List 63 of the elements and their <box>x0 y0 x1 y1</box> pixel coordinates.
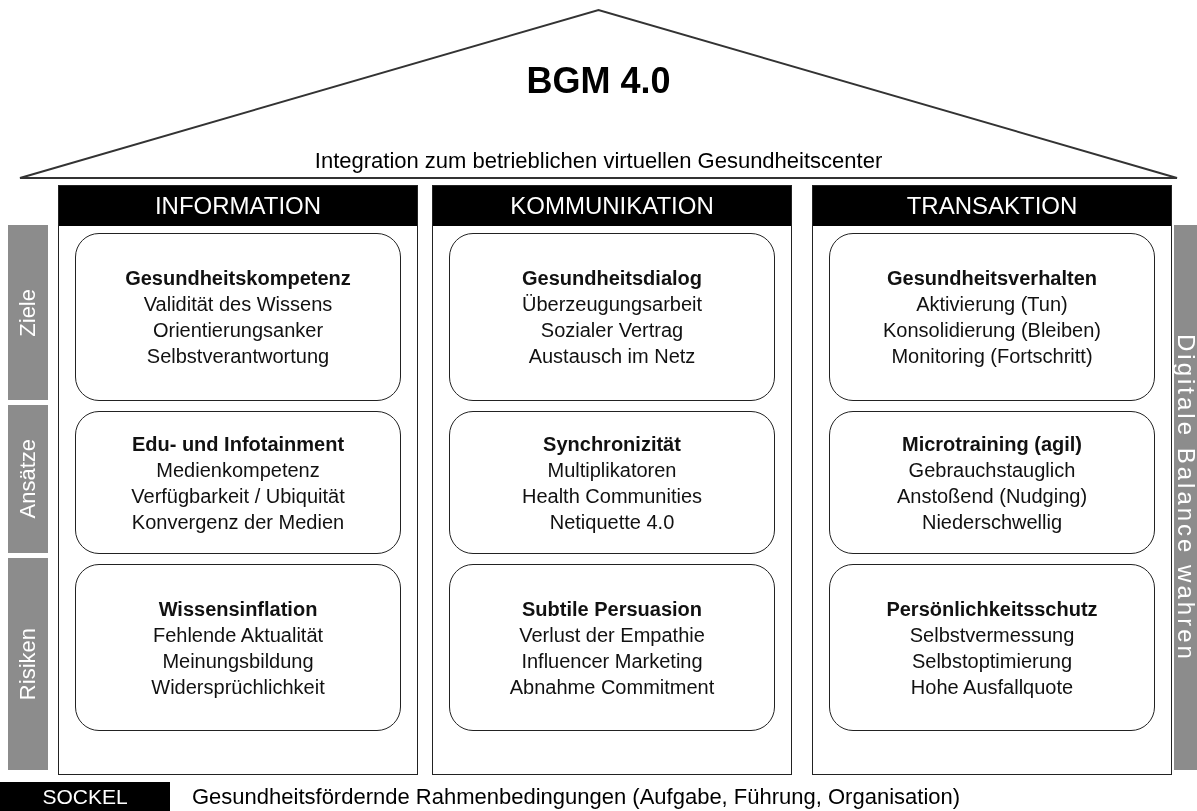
list-item: Gebrauchstauglich <box>908 457 1076 483</box>
base-label: SOCKEL <box>0 782 170 811</box>
list-item: Sozialer Vertrag <box>540 318 684 343</box>
band-label: Risiken <box>15 627 41 701</box>
list-item: Selbstoptimierung <box>911 648 1073 674</box>
list-item: Medienkompetenz <box>156 457 320 483</box>
card-heading: Wissensinflation <box>158 596 318 622</box>
list-item: Niederschwellig <box>921 509 1063 535</box>
card-heading: Persönlichkeitsschutz <box>886 596 1098 622</box>
side-band <box>8 225 48 400</box>
list-item: Widersprüchlichkeit <box>151 674 325 700</box>
side-band <box>8 558 48 770</box>
card-heading: Gesundheitsverhalten <box>886 266 1098 291</box>
list-item: Verfügbarkeit / Ubiquität <box>131 483 345 509</box>
list-item: Abnahme Commitment <box>509 674 715 700</box>
side-band <box>1174 225 1197 770</box>
base-text: Gesundheitsfördernde Rahmenbedingungen (Aufgabe, Führung, Organisation) <box>192 783 961 811</box>
pillar <box>812 185 1172 775</box>
list-item: Fehlende Aktualität <box>152 622 324 648</box>
list-item: Influencer Marketing <box>521 648 703 674</box>
card-heading: Microtraining (agil) <box>902 431 1082 457</box>
content-card <box>829 411 1155 554</box>
pillar <box>58 185 418 775</box>
list-item: Konvergenz der Medien <box>131 509 345 535</box>
content-card <box>75 233 401 401</box>
list-item: Anstoßend (Nudging) <box>896 483 1088 509</box>
list-item: Validität des Wissens <box>143 292 333 317</box>
pillar-header: INFORMATION <box>59 186 417 226</box>
list-item: Meinungsbildung <box>162 648 314 674</box>
list-item: Konsolidierung (Bleiben) <box>883 318 1101 343</box>
roof-title: BGM 4.0 <box>525 60 672 102</box>
list-item: Orientierungsanker <box>152 318 324 343</box>
list-item: Netiquette 4.0 <box>549 509 675 535</box>
card-heading: Gesundheitskompetenz <box>125 266 351 291</box>
pillar <box>432 185 792 775</box>
band-label: Digitale Balance wahren <box>1171 333 1197 662</box>
roof-subtitle: Integration zum betrieblichen virtuellen Gesundheitscenter <box>313 148 884 174</box>
side-band <box>8 405 48 553</box>
list-item: Hohe Ausfallquote <box>910 674 1074 700</box>
band-label: Ansätze <box>15 439 41 519</box>
content-card <box>449 411 775 554</box>
list-item: Aktivierung (Tun) <box>916 292 1068 317</box>
list-item: Multiplikatoren <box>547 457 677 483</box>
list-item: Verlust der Empathie <box>519 622 705 648</box>
list-item: Monitoring (Fortschritt) <box>891 344 1093 369</box>
list-item: Überzeugungsarbeit <box>521 292 703 317</box>
content-card <box>449 233 775 401</box>
content-card <box>75 411 401 554</box>
list-item: Selbstverantwortung <box>146 344 330 369</box>
content-card <box>829 233 1155 401</box>
content-card <box>75 564 401 731</box>
card-heading: Subtile Persuasion <box>521 596 703 622</box>
content-card <box>829 564 1155 731</box>
list-item: Selbstvermessung <box>909 622 1075 648</box>
list-item: Health Communities <box>521 483 703 509</box>
list-item: Austausch im Netz <box>528 344 696 369</box>
pillar-header: KOMMUNIKATION <box>433 186 791 226</box>
card-heading: Synchronizität <box>543 431 681 457</box>
content-card <box>449 564 775 731</box>
card-heading: Gesundheitsdialog <box>522 266 702 291</box>
band-label: Ziele <box>15 288 41 337</box>
pillar-header: TRANSAKTION <box>813 186 1171 226</box>
card-heading: Edu- und Infotainment <box>131 431 345 457</box>
